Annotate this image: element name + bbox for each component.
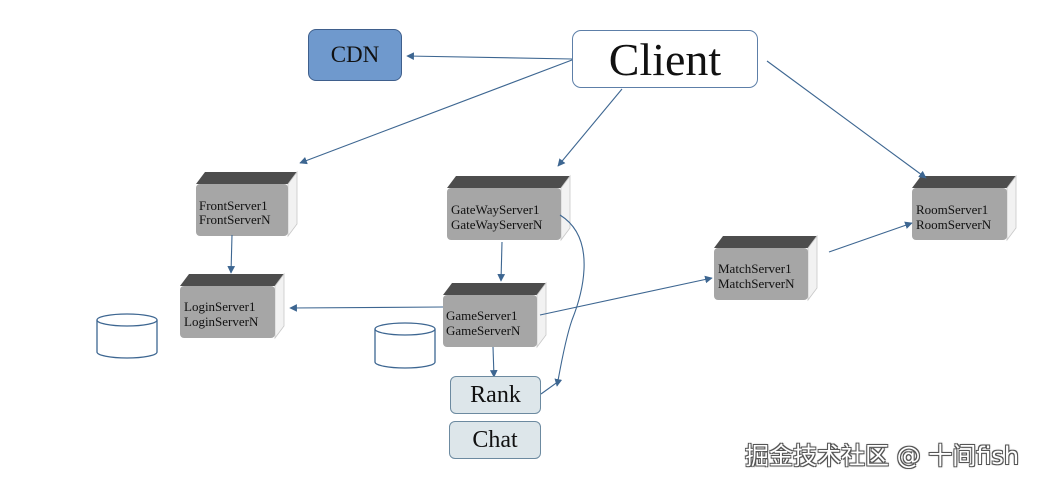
game-server-label-1: GameServer1 [446,308,517,323]
edge-game-rank [489,346,498,378]
edge-front-login [227,234,236,274]
cdn-node: CDN [308,29,402,81]
watermark-text: 掘金技术社区 @ 十间fish [745,442,1020,470]
edge-match-room [828,221,913,253]
edge-client-front [299,59,573,165]
database-icon-game [374,322,436,369]
match-server-node: MatchServer1 MatchServerN [714,234,818,302]
edge-client-gateway [557,88,623,167]
gateway-server-node: GateWayServer1 GateWayServerN [447,174,571,242]
client-node: Client [572,30,758,88]
edge-rank-connector [540,380,560,395]
room-server-label-2: RoomServerN [916,217,992,232]
front-server-label-1: FrontServer1 [199,198,268,213]
edge-gateway-game [497,241,506,282]
front-server-node: FrontServer1 FrontServerN [196,170,298,238]
match-server-label-1: MatchServer1 [718,261,792,276]
edge-gateway-rank [554,214,585,387]
edge-client-room [766,60,927,179]
chat-node: Chat [449,421,541,459]
edge-client-cdn [406,52,573,60]
front-server-label-2: FrontServerN [199,212,271,227]
room-server-node: RoomServer1 RoomServerN [912,174,1017,242]
game-server-node: GameServer1 GameServerN [443,281,547,349]
login-server-node: LoginServer1 LoginServerN [180,272,285,340]
edge-game-match [539,275,713,316]
edge-game-login [289,304,444,312]
login-server-label-1: LoginServer1 [184,299,255,314]
login-server-label-2: LoginServerN [184,314,259,329]
gateway-server-label-2: GateWayServerN [451,217,543,232]
gateway-server-label-1: GateWayServer1 [451,202,539,217]
database-icon-login [96,313,158,359]
game-server-label-2: GameServerN [446,323,521,338]
rank-node: Rank [450,376,541,414]
room-server-label-1: RoomServer1 [916,202,988,217]
match-server-label-2: MatchServerN [718,276,795,291]
